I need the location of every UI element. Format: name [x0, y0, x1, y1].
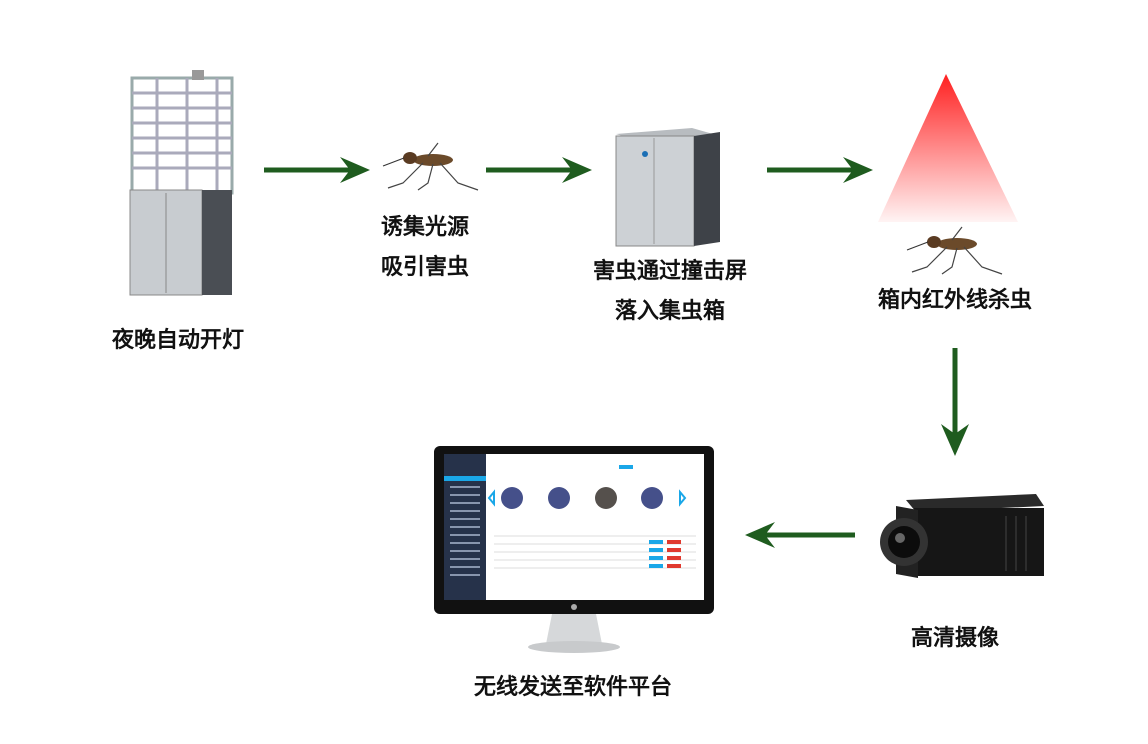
hd-camera-image	[880, 494, 1044, 578]
step-label-lure-line1: 诱集光源	[380, 215, 470, 240]
step-label-infrared-kill: 箱内红外线杀虫	[877, 288, 1033, 313]
step-label-hd-camera: 高清摄像	[910, 626, 1000, 651]
software-platform-monitor	[434, 446, 714, 653]
arrow-right-icon	[767, 157, 873, 183]
step-label-impact-line1: 害虫通过撞击屏	[592, 259, 748, 284]
mosquito-icon	[906, 226, 1003, 275]
collection-box-image	[615, 128, 720, 247]
step-label-impact-line2: 落入集虫箱	[614, 299, 726, 324]
arrow-right-icon	[264, 157, 370, 183]
insect-lamp-image	[129, 70, 234, 296]
step-label-auto-light: 夜晚自动开灯	[111, 328, 245, 353]
arrow-down-icon	[941, 348, 969, 456]
arrow-right-icon	[486, 157, 592, 183]
mosquito-icon	[382, 142, 479, 191]
step-label-wireless-platform: 无线发送至软件平台	[473, 675, 673, 700]
arrow-left-icon	[745, 522, 855, 548]
infrared-beam-icon	[878, 74, 1018, 222]
step-label-lure-line2: 吸引害虫	[380, 255, 470, 280]
